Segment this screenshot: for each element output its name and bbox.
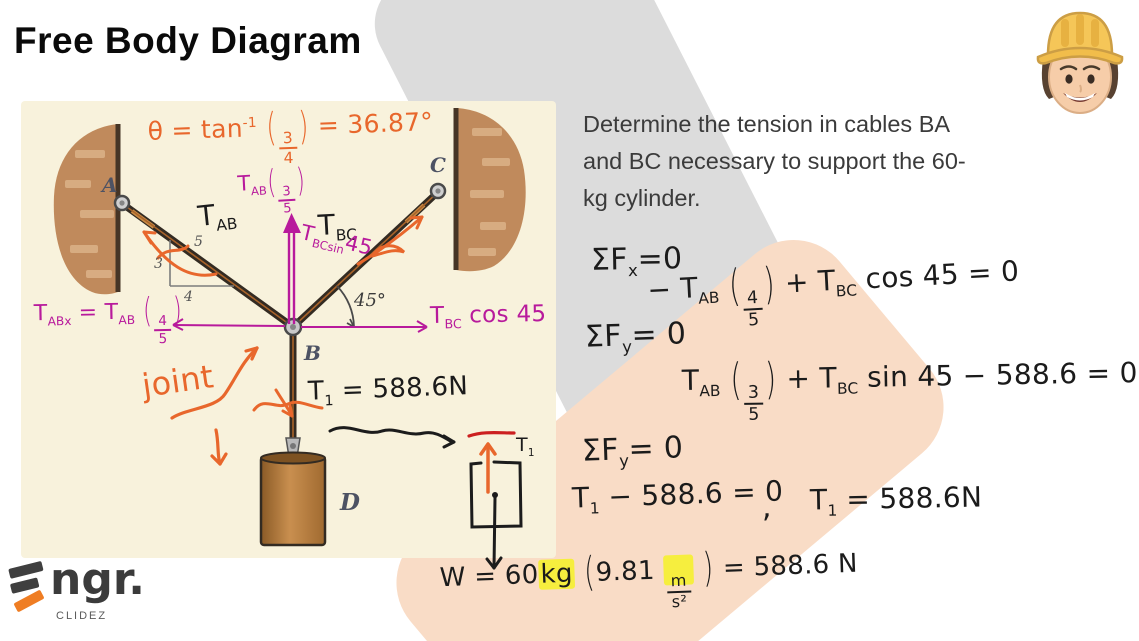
tension-y-arrow [283,213,301,324]
logo-mark-icon [8,561,44,612]
wavy-pointer-arrow [328,426,456,449]
right-wall [453,108,526,272]
eq-t1-result: T1 = 588.6N [809,480,983,520]
diagram-svg: A C B D 3 4 5 45° [53,108,526,570]
cable-ab [116,198,297,331]
joint-arrow [170,346,259,420]
worker-hard-hat [1036,11,1124,65]
problem-statement: Determine the tension in cables BA and B… [583,106,1063,217]
problem-line: kg cylinder. [583,185,701,211]
eq-comma: , [762,490,772,525]
ring-a [113,194,131,212]
problem-line: Determine the tension in cables BA [583,111,951,137]
orange-arrow-ab [142,230,218,277]
worker-eyes [1059,65,1101,84]
fbd-box-sketch [469,460,523,570]
ring-c [429,182,447,200]
theta-symbol: θ [147,116,164,146]
cylinder [259,451,327,547]
label-tbc-x: TBC cos 45 [429,300,547,332]
angle-arc [336,285,355,328]
left-wall [53,124,121,295]
eq-sum-fy: ΣFy= 0 [584,316,687,357]
kg-highlight: kg [538,558,576,590]
engr-logo: ngr. CLIDEZ [8,554,145,622]
logo-caption: CLIDEZ [56,610,108,622]
orange-squiggle-bd [252,388,324,418]
triangle-3-label: 3 [154,256,163,272]
worker-icon [1036,11,1124,114]
fbd-t1-label: T1 [516,434,535,459]
label-tab: TAB [196,198,239,235]
point-c-label: C [430,153,446,177]
tension-x-left-arrow [172,318,286,331]
logo-text: ngr. [50,554,145,605]
tension-x-right-arrow [301,320,428,333]
orange-down-arrow [210,428,228,466]
point-a-label: A [100,173,118,197]
fbd-red-line [467,431,516,438]
eq-t1-solve: T1 − 588.6 = 0 [571,474,784,518]
orange-arrow-cb [356,215,424,266]
t1-label: T1 = 588.6N [307,371,469,410]
fbd-up-arrow [479,442,497,494]
page-title: Free Body Diagram [14,20,362,61]
worker-nose [1079,84,1082,93]
worker-smile [1063,93,1097,102]
eq-sum-fy-2: ΣFy= 0 [581,430,684,471]
point-d-label: D [339,489,360,516]
triangle-4-label: 4 [183,289,193,305]
problem-line: and BC necessary to support the 60- [583,148,966,174]
angle-45-label: 45° [353,290,386,311]
triangle-5-label: 5 [194,234,203,250]
point-b-label: B [303,341,321,365]
